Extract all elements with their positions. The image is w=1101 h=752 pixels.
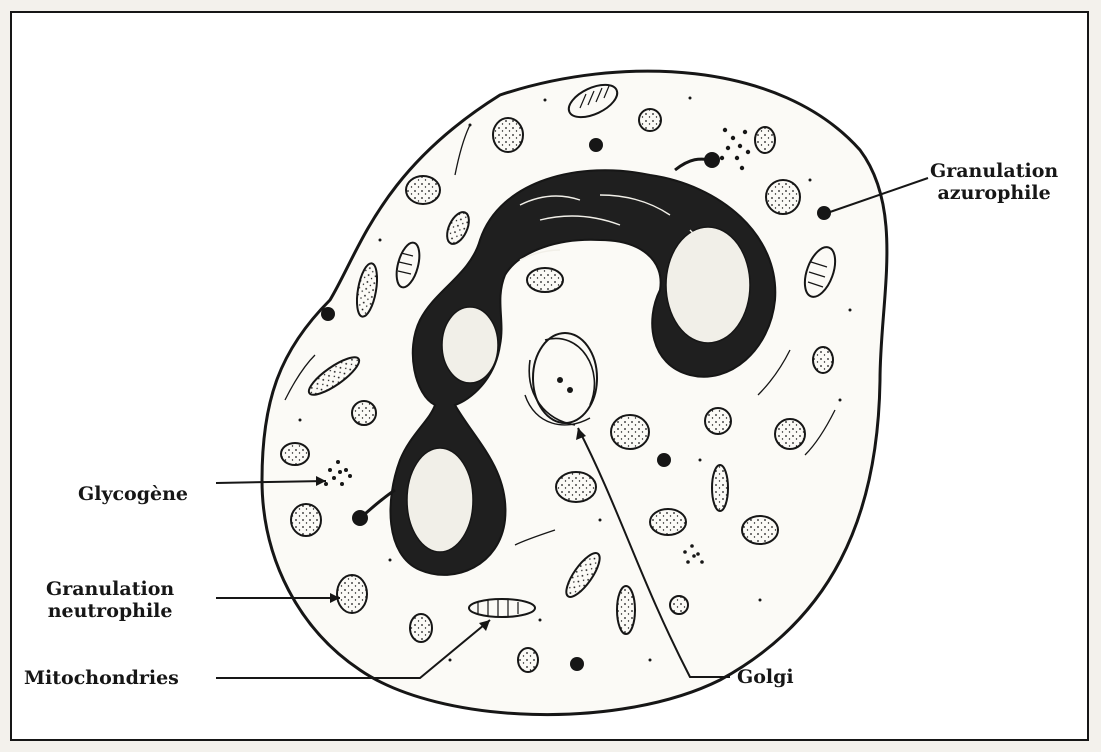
label-granulation-neutrophile: Granulation neutrophile [46,578,174,622]
label-granulation-neutrophile-line1: Granulation [46,578,174,600]
label-granulation-azurophile: Granulation azurophile [930,160,1058,204]
label-granulation-neutrophile-line2: neutrophile [46,600,174,622]
label-mitochondries: Mitochondries [24,667,179,689]
label-glycogene: Glycogène [78,483,188,505]
label-granulation-azurophile-line1: Granulation [930,160,1058,182]
label-granulation-azurophile-line2: azurophile [930,182,1058,204]
label-golgi: Golgi [737,666,794,688]
